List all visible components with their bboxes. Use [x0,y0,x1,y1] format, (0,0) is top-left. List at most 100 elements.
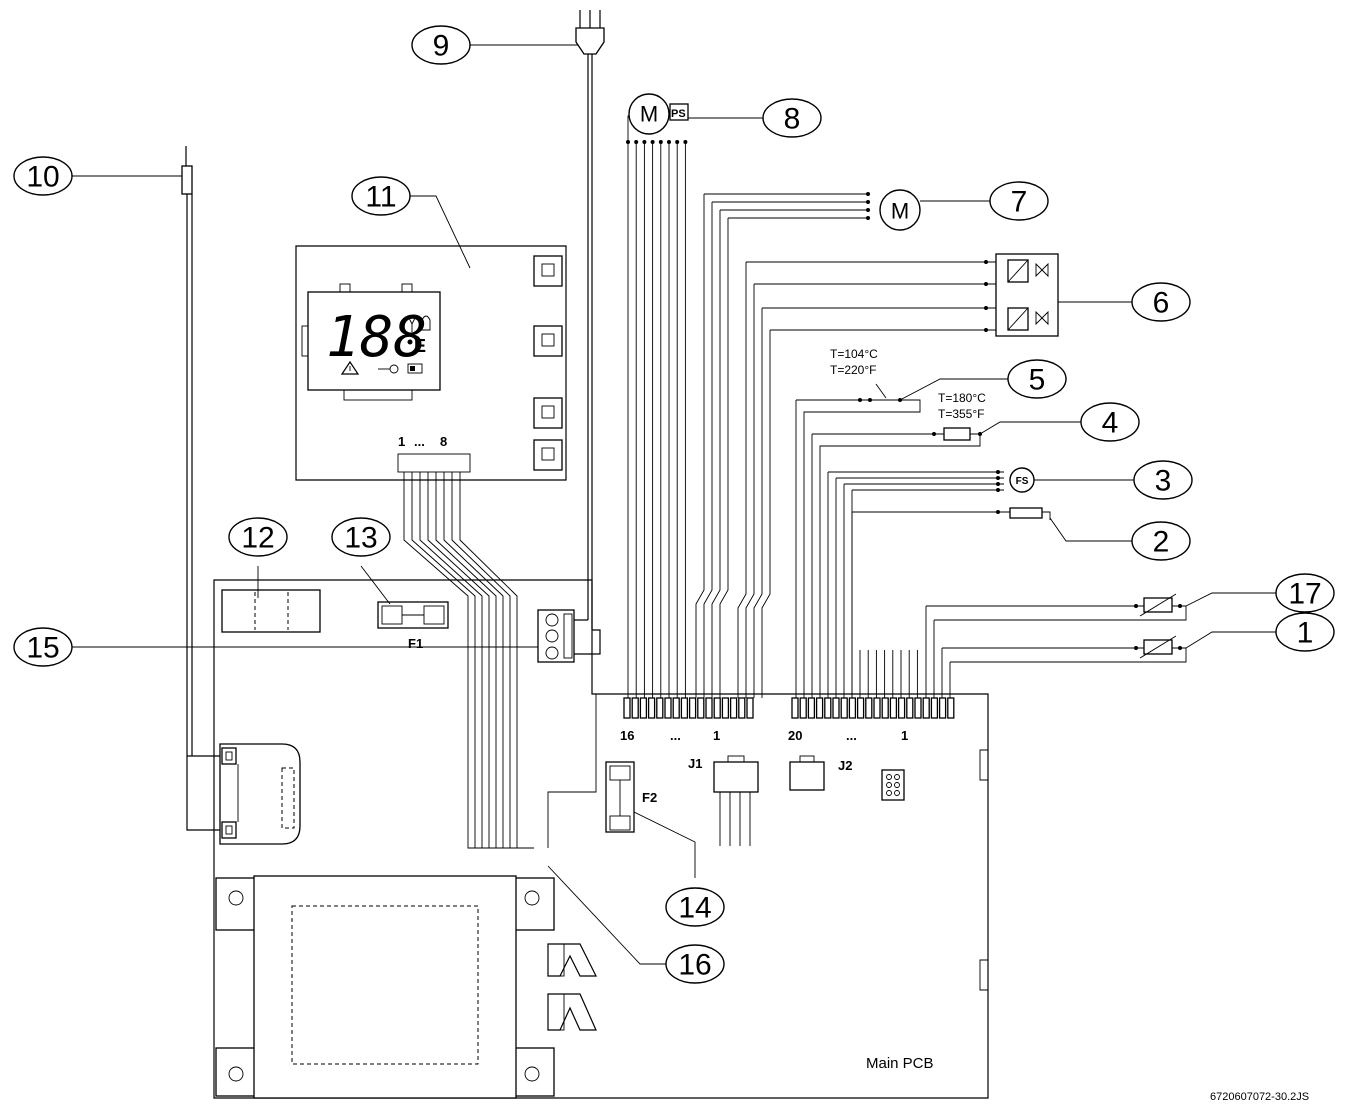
pin [848,697,857,719]
pin [873,697,881,719]
pin [623,697,631,719]
callout-number-14: 14 [678,892,711,925]
wire-node [866,208,870,212]
pin [930,697,939,719]
pin [815,697,824,719]
pin [738,697,746,719]
probe-10 [181,146,301,845]
wire [719,218,729,698]
j2-pin-mid: ... [846,728,857,743]
motor-7: M [879,189,921,231]
pin [721,697,730,719]
pin [791,697,799,719]
callout-number-6: 6 [1153,287,1170,320]
display-pin-mid: ... [414,434,425,449]
pin [713,697,721,719]
callout-circle-8 [762,98,822,138]
pin [938,697,947,719]
wire-node [984,260,988,264]
callout-circle-13 [331,517,391,557]
callout-circle-7 [989,181,1049,221]
callout-leader-2 [1049,517,1132,542]
fuse-f1: F1 [377,601,449,651]
callout-number-7: 7 [1011,186,1028,219]
wire-node [932,432,936,436]
wire [753,308,763,698]
wire [451,472,532,849]
wire [745,284,755,698]
wire-node [996,470,1000,474]
callout-leader-16 [547,865,666,965]
fuse-f2: F2 [605,761,657,833]
wire [703,202,713,698]
pin [688,697,697,719]
main-pcb-label: Main PCB [866,1055,934,1072]
wire-node [866,192,870,196]
pin [664,697,672,719]
antenna-icon [407,315,417,332]
wire-node [996,476,1000,480]
callout-circle-17 [1275,573,1335,613]
wire-node [996,510,1000,514]
callout-number-10: 10 [26,161,59,194]
mains-plug [574,10,605,655]
lcd-unit: E [414,336,426,356]
callout-number-3: 3 [1155,465,1172,498]
callout-number-8: 8 [784,103,801,136]
pin [729,697,738,719]
callout-circle-6 [1131,282,1191,322]
display-pcb: 188 E 1 ... 8 [295,245,567,481]
wire [819,433,981,698]
pin [672,697,680,719]
pin [889,697,898,719]
terminal-block [537,609,575,663]
fs-label: FS [1016,476,1029,487]
callout-circle-11 [351,176,411,216]
pin [639,697,648,719]
wire-node [650,140,655,144]
callout-circle-15 [13,627,73,667]
callout-circle-12 [228,517,288,557]
wire-node [1178,646,1182,650]
j2-label: J2 [838,758,852,773]
j1-label: J1 [688,756,702,771]
pin [647,697,656,719]
wire [547,694,597,848]
callout-number-13: 13 [344,522,377,555]
callout-number-5: 5 [1029,364,1046,397]
wire-node [1178,604,1182,608]
pin [922,697,930,719]
callout-leader-17 [1185,592,1276,607]
header-pins [881,769,905,801]
temp-limiter-5: T=104°C T=220°F [830,347,887,399]
pin [824,697,832,719]
wire [459,472,534,849]
callout-leader-1 [1185,631,1276,649]
wire-node [984,306,988,310]
wire-node [1134,604,1138,608]
pin [897,697,906,719]
callout-circle-9 [411,25,471,65]
t5-c: T=104°C [830,347,878,361]
wire-node [866,216,870,220]
wire [711,210,721,698]
callout-number-15: 15 [26,632,59,665]
gas-valve-6 [995,253,1059,337]
pin [840,697,848,719]
pin [856,697,865,719]
pin [631,697,639,719]
t4-c: T=180°C [938,391,986,405]
wire-node [675,140,680,144]
j2-pin-left: 20 [788,728,802,743]
wire-node [984,328,988,332]
pin [832,697,840,719]
j1-pin-mid: ... [670,728,681,743]
ps-label: PS [671,108,686,120]
transformer [215,875,555,1099]
key-icon [378,364,399,374]
battery-icon [407,363,423,374]
lcd-digits: 188 [326,305,427,370]
wire [761,330,771,698]
pin [914,697,922,719]
